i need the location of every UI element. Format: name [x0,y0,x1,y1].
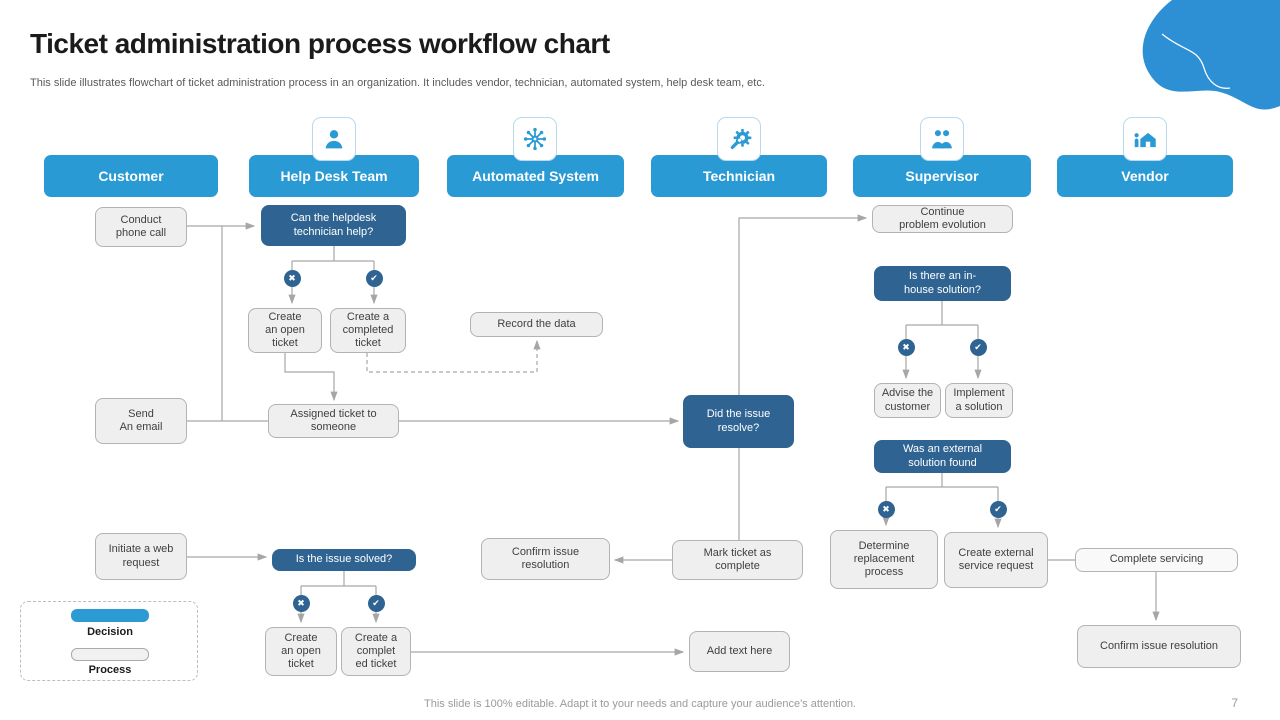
no-cross-icon: ✖ [877,500,895,518]
house-person-icon [1123,117,1167,161]
node-create-open-ticket-1[interactable]: Create an open ticket [248,308,322,353]
node-initiate-web-request[interactable]: Initiate a web request [95,533,187,580]
node-confirm-issue-resolution-auto[interactable]: Confirm issue resolution [481,538,610,580]
column-header-technician[interactable]: Technician [651,155,827,197]
node-create-completed-ticket-1[interactable]: Create a completed ticket [330,308,406,353]
no-cross-icon: ✖ [283,269,301,287]
page-title: Ticket administration process workflow c… [30,28,610,59]
legend-process-swatch [71,648,149,661]
column-header-supervisor[interactable]: Supervisor [853,155,1031,197]
no-cross-icon: ✖ [897,338,915,356]
node-is-in-house-solution[interactable]: Is there an in- house solution? [874,266,1011,301]
page-number: 7 [1231,696,1238,710]
node-determine-replacement[interactable]: Determine replacement process [830,530,938,589]
person-bust-icon [312,117,356,161]
no-cross-icon: ✖ [292,594,310,612]
footer-note: This slide is 100% editable. Adapt it to… [424,698,856,710]
node-create-external-service[interactable]: Create external service request [944,532,1048,588]
network-hub-icon [513,117,557,161]
legend-decision-label: Decision [87,626,133,638]
two-people-icon [920,117,964,161]
node-mark-ticket-complete[interactable]: Mark ticket as complete [672,540,803,580]
yes-check-icon: ✔ [989,500,1007,518]
node-create-open-ticket-2[interactable]: Create an open ticket [265,627,337,676]
node-confirm-issue-resolution-vendor[interactable]: Confirm issue resolution [1077,625,1241,668]
node-is-issue-solved[interactable]: Is the issue solved? [272,549,416,571]
node-add-text-here[interactable]: Add text here [689,631,790,672]
page-subtitle: This slide illustrates flowchart of tick… [30,77,765,89]
node-did-issue-resolve[interactable]: Did the issue resolve? [683,395,794,448]
node-complete-servicing[interactable]: Complete servicing [1075,548,1238,572]
node-was-external-solution[interactable]: Was an external solution found [874,440,1011,473]
node-advise-customer[interactable]: Advise the customer [874,383,941,418]
node-record-the-data[interactable]: Record the data [470,312,603,337]
column-header-customer[interactable]: Customer [44,155,218,197]
corner-blob-decoration [1142,0,1280,110]
legend-process-label: Process [88,664,132,676]
gear-wrench-icon [717,117,761,161]
node-conduct-phone-call[interactable]: Conduct phone call [95,207,187,247]
node-can-helpdesk-help[interactable]: Can the helpdesk technician help? [261,205,406,246]
yes-check-icon: ✔ [969,338,987,356]
yes-check-icon: ✔ [367,594,385,612]
legend-decision-swatch [71,609,149,622]
column-header-automated-system[interactable]: Automated System [447,155,624,197]
node-create-completed-ticket-2[interactable]: Create a complet ed ticket [341,627,411,676]
node-assigned-ticket[interactable]: Assigned ticket to someone [268,404,399,438]
column-header-vendor[interactable]: Vendor [1057,155,1233,197]
node-continue-problem-evolution[interactable]: Continue problem evolution [872,205,1013,233]
column-header-help-desk-team[interactable]: Help Desk Team [249,155,419,197]
yes-check-icon: ✔ [365,269,383,287]
node-send-an-email[interactable]: Send An email [95,398,187,444]
node-implement-solution[interactable]: Implement a solution [945,383,1013,418]
legend: Decision Process [20,601,198,681]
